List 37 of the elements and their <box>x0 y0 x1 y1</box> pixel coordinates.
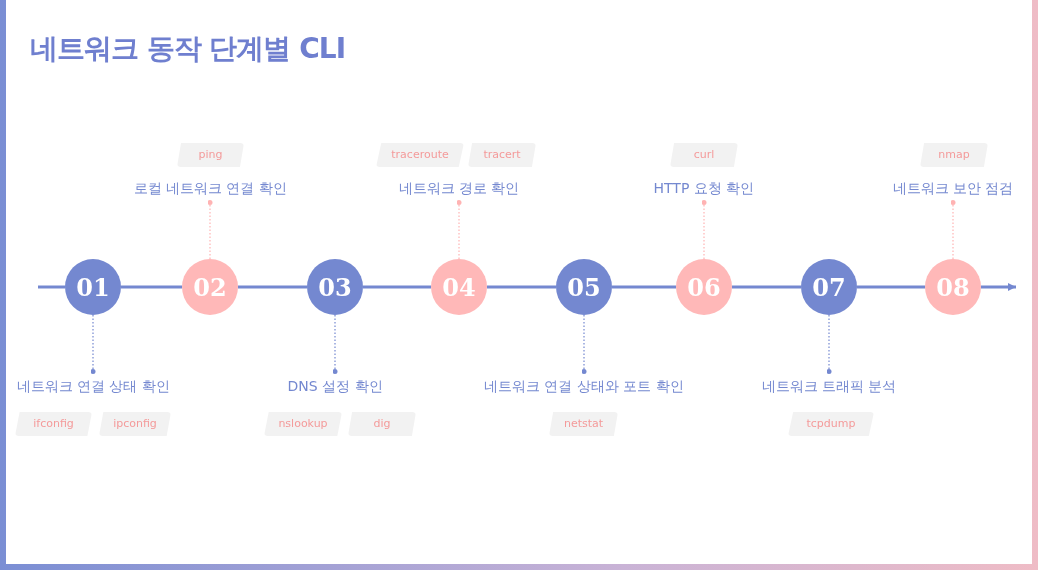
command-tag: ipconfig <box>99 412 171 436</box>
step-description: HTTP 요청 확인 <box>653 178 755 198</box>
step-description: 네트워크 경로 확인 <box>398 178 520 198</box>
leader-line <box>581 314 587 375</box>
step-description: 네트워크 연결 상태 확인 <box>16 376 170 396</box>
command-tag: curl <box>670 143 738 167</box>
timeline-line <box>38 285 65 289</box>
leader-line <box>332 314 338 375</box>
timeline-arrow <box>981 283 1016 291</box>
step-description: 네트워크 연결 상태와 포트 확인 <box>484 376 684 396</box>
command-tag: tracert <box>468 143 536 167</box>
timeline-line <box>612 285 676 289</box>
title: 네트워크 동작 단계별 CLI <box>30 31 346 67</box>
command-tag: tcpdump <box>788 412 874 436</box>
timeline-line <box>363 285 431 289</box>
timeline-line <box>238 285 307 289</box>
leader-line <box>90 314 96 375</box>
command-tag: nslookup <box>264 412 342 436</box>
timeline-line <box>732 285 801 289</box>
step-description: 로컬 네트워크 연결 확인 <box>133 178 287 198</box>
timeline-line <box>857 285 925 289</box>
command-tag: ifconfig <box>15 412 92 436</box>
command-tag: ping <box>177 143 244 167</box>
timeline-line <box>121 285 182 289</box>
step-description: 네트워크 트래픽 분석 <box>761 376 897 396</box>
command-tag: netstat <box>549 412 618 436</box>
leader-line <box>207 199 213 260</box>
step-description: 네트워크 보안 점검 <box>892 178 1014 198</box>
step-description: DNS 설정 확인 <box>287 376 383 396</box>
leader-line <box>701 199 707 260</box>
timeline-line <box>487 285 556 289</box>
leader-line <box>826 314 832 375</box>
command-tag: dig <box>348 412 416 436</box>
command-tag: nmap <box>920 143 988 167</box>
leader-line <box>456 199 462 260</box>
command-tag: traceroute <box>376 143 464 167</box>
leader-line <box>950 199 956 260</box>
